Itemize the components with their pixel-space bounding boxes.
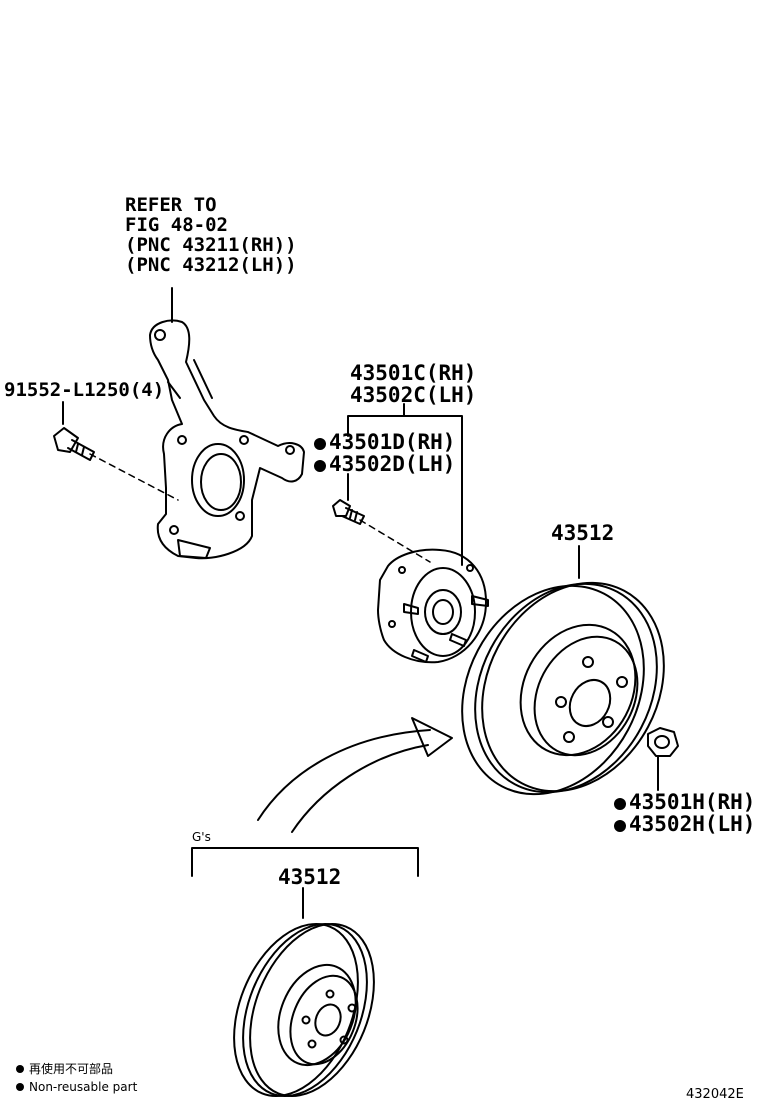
part-label-hub-bolt: 43501D(RH) 43502D(LH): [314, 431, 455, 475]
part-label-hub-rh[interactable]: 43501C(RH): [350, 361, 477, 385]
legend-text-en: Non-reusable part: [29, 1080, 138, 1094]
refer-note-line-1: REFER TO: [125, 194, 217, 216]
part-label-nut-rh[interactable]: 43501H(RH): [629, 790, 756, 814]
hub-nut: [647, 727, 679, 757]
part-label-nut-lh[interactable]: 43502H(LH): [629, 812, 756, 836]
part-label-nut: 43501H(RH) 43502H(LH): [614, 791, 755, 835]
part-label-disc-gs[interactable]: 43512: [278, 865, 342, 889]
legend: 再使用不可部品 Non-reusable part: [16, 1060, 137, 1096]
variant-arrow: [257, 717, 453, 833]
hub-assembly: [377, 548, 489, 664]
dashed-assembly-lines: [89, 453, 431, 563]
legend-text-cn: 再使用不可部品: [29, 1062, 114, 1076]
part-label-hub-bolt-rh[interactable]: 43501D(RH): [329, 430, 456, 454]
non-reusable-marker: [314, 438, 326, 450]
part-label-hub: 43501C(RH) 43502C(LH): [350, 362, 476, 406]
part-label-hub-lh[interactable]: 43502C(LH): [350, 383, 477, 407]
legend-dot: [16, 1065, 24, 1073]
knuckle-bolt: [53, 427, 95, 461]
non-reusable-marker: [314, 460, 326, 472]
part-label-hub-bolt-lh[interactable]: 43502D(LH): [329, 452, 456, 476]
refer-note-line-4: (PNC 43212(LH)): [125, 254, 297, 276]
leader-lines: [62, 287, 659, 919]
refer-note-line-2: FIG 48-02: [125, 214, 228, 236]
part-label-disc-main[interactable]: 43512: [551, 521, 615, 545]
refer-note-line-3: (PNC 43211(RH)): [125, 234, 297, 256]
steering-knuckle: [149, 319, 305, 560]
figure-code: 432042E: [686, 1087, 744, 1102]
brake-disc-main: [461, 581, 665, 796]
part-label-knuckle-bolt[interactable]: 91552-L1250(4): [4, 379, 165, 401]
refer-note: REFER TO FIG 48-02 (PNC 43211(RH)) (PNC …: [125, 195, 297, 275]
brake-disc-gs: [233, 922, 375, 1098]
legend-dot: [16, 1083, 24, 1091]
variant-label: G's: [192, 830, 211, 844]
non-reusable-marker: [614, 820, 626, 832]
hub-bolt: [332, 499, 365, 525]
non-reusable-marker: [614, 798, 626, 810]
